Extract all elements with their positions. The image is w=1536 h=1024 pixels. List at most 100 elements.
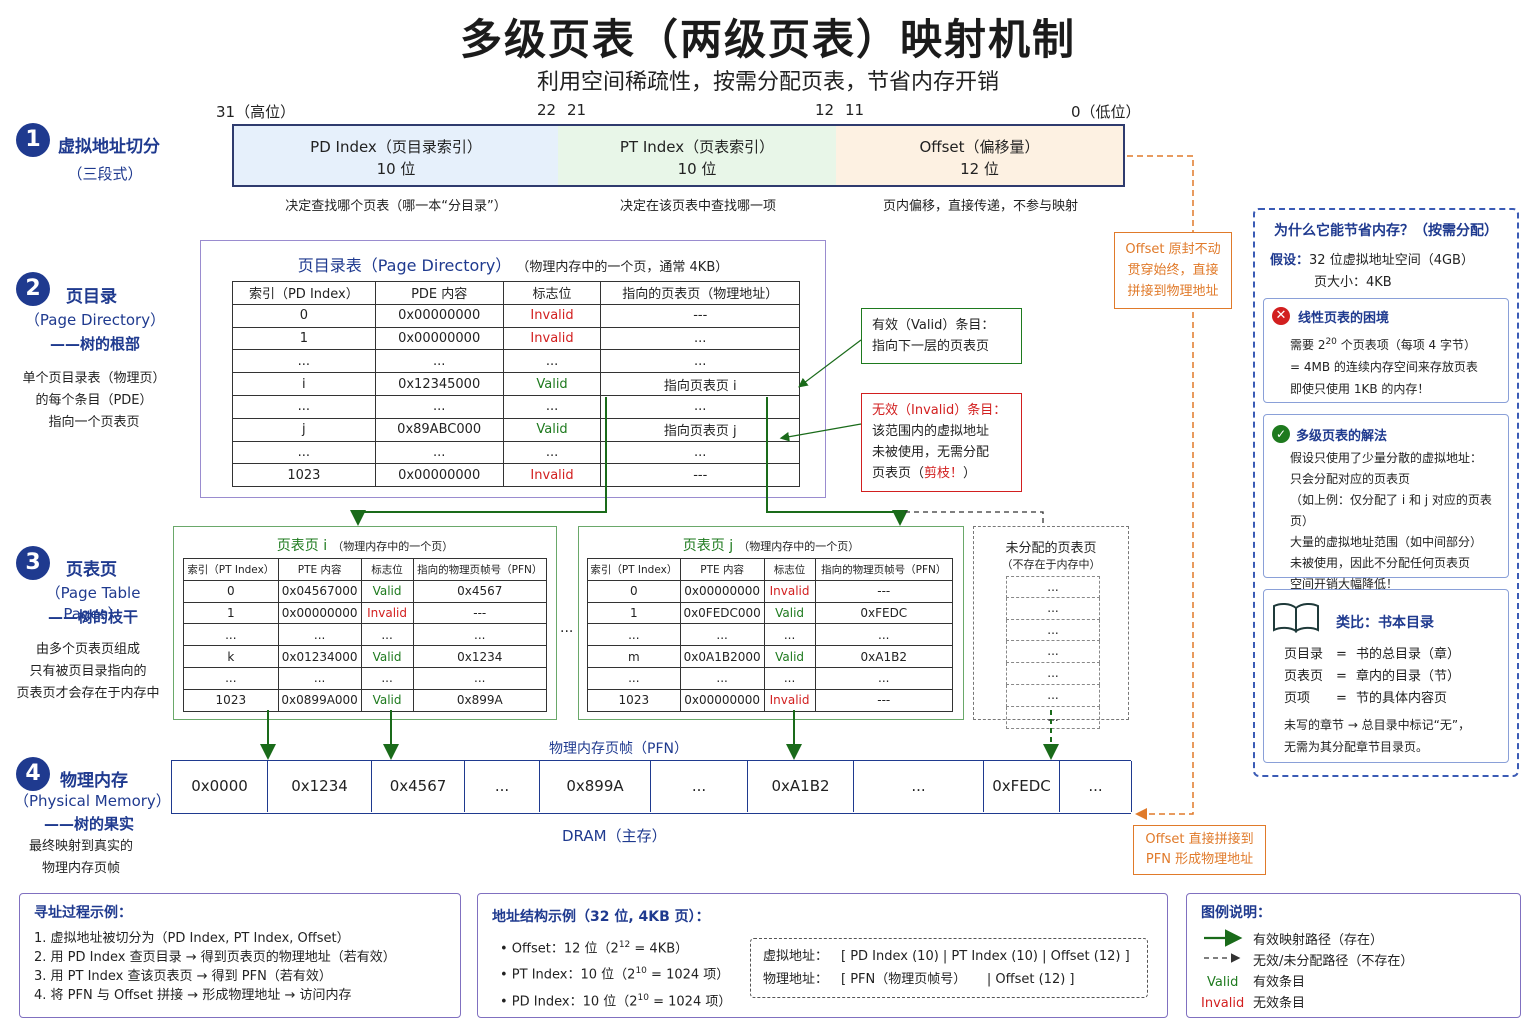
- step-2-desc-2: 的每个条目（PDE）: [35, 393, 153, 408]
- analogy-note-2: 无需为其分配章节目录页。: [1284, 740, 1429, 754]
- multi-body-2: 只会分配对应的页表页: [1290, 472, 1411, 486]
- step-3-badge: 3: [16, 546, 50, 580]
- memory-frame: 0x899A: [540, 761, 651, 812]
- page-directory-panel: [200, 240, 826, 498]
- unallocated-cells: .....................: [1006, 576, 1100, 729]
- phys-address-value: [ PFN（物理页帧号） | Offset (12) ]: [841, 972, 1075, 987]
- memory-frame: ...: [651, 761, 748, 812]
- legend-valid-desc: 有效条目: [1253, 975, 1306, 990]
- unallocated-cell: ...: [1006, 597, 1100, 620]
- legend-dashed-label: 无效/未分配路径（不存在）: [1253, 954, 1414, 969]
- analogy-title: 类比：书本目录: [1336, 615, 1434, 631]
- table-cell: ---: [600, 463, 800, 488]
- table-cell: 0x0899A000: [277, 688, 362, 712]
- invalid-tail-a: 页表页（: [872, 466, 925, 481]
- offset-keep-callout: Offset 原封不动 贯穿始终，直接 拼接到物理地址: [1114, 232, 1232, 309]
- unallocated-cell: ...: [1006, 641, 1100, 664]
- analogy-term-3: 页项: [1284, 691, 1311, 706]
- table-cell: 0x0FEDC000: [679, 601, 765, 625]
- analogy-term-1: 页目录: [1284, 647, 1324, 662]
- valid-pointer: [798, 339, 862, 388]
- structure-box: 地址结构示例（32 位, 4KB 页）： • Offset：12 位（212 =…: [477, 893, 1168, 1018]
- step-4-title: 物理内存: [60, 771, 128, 791]
- valid-callout: 有效（Valid）条目： 指向下一层的页表页: [861, 308, 1022, 364]
- linear-card: ✕ 线性页表的困境 需要 220 个页表项（每项 4 字节） = 4MB 的连续…: [1263, 298, 1509, 403]
- table-cell: 0x89ABC000: [374, 417, 504, 442]
- analogy-eq-1: =: [1336, 647, 1347, 662]
- offset-keep-line-3: 拼接到物理地址: [1127, 284, 1219, 299]
- table-cell: 0x00000000: [679, 579, 765, 603]
- lookup-step-4: 4. 将 PFN 与 Offset 拼接 → 形成物理地址 → 访问内存: [34, 988, 352, 1003]
- analogy-card: 类比：书本目录 页目录=书的总目录（章） 页表页=章内的目录（节） 页项=节的具…: [1263, 589, 1509, 763]
- dram-label: DRAM（主存）: [562, 827, 667, 845]
- lookup-step-3: 3. 用 PT Index 查该页表页 → 得到 PFN（若有效）: [34, 969, 332, 984]
- lookup-step-2: 2. 用 PD Index 查页目录 → 得到页表页的物理地址（若有效）: [34, 950, 396, 965]
- step-3-sub1: （Page Table Pages）: [45, 584, 141, 623]
- legend-valid-word: Valid: [1207, 975, 1239, 990]
- table-cell: ...: [374, 349, 504, 374]
- table-row: ............: [183, 623, 548, 647]
- offset-join-callout: Offset 直接拼接到 PFN 形成物理地址: [1133, 825, 1266, 875]
- bit-22-label: 22: [537, 101, 557, 119]
- page-table-j-title-note: （物理内存中的一个页）: [738, 540, 860, 553]
- structure-item-1: • Offset：12 位（212 = 4KB）: [500, 934, 731, 960]
- pt-index-bits: 10 位: [677, 160, 717, 178]
- step-2-badge: 2: [16, 272, 50, 306]
- address-format-box: 虚拟地址：[ PD Index (10) | PT Index (10) | O…: [750, 938, 1148, 998]
- page-table-i-title: 页表页 i: [276, 538, 328, 554]
- table-cell: Valid: [502, 372, 602, 396]
- unallocated-title: 未分配的页表页: [1005, 541, 1097, 556]
- column-header: 指向的物理页帧号（PFN）: [412, 558, 548, 581]
- structure-title: 地址结构示例（32 位, 4KB 页）：: [492, 909, 710, 925]
- structure-item-2-a: • PT Index：10 位（2: [500, 967, 636, 983]
- offset-segment: Offset（偏移量） 12 位: [836, 124, 1125, 187]
- table-cell: 0x00000000: [374, 303, 504, 328]
- pd-index-name: PD Index（页目录索引）: [310, 138, 482, 156]
- linear-body-a: 需要 2: [1290, 338, 1326, 352]
- page-table-i-panel: [173, 526, 557, 720]
- table-cell: 0x00000000: [679, 688, 765, 712]
- valid-callout-title: 有效（Valid）条目：: [872, 318, 995, 333]
- page-table-j-title: 页表页 j: [682, 538, 734, 554]
- structure-item-3: • PD Index：10 位（210 = 1024 项）: [500, 987, 731, 1013]
- analogy-def-1: 书的总目录（章）: [1356, 647, 1461, 662]
- structure-list: • Offset：12 位（212 = 4KB） • PT Index：10 位…: [500, 934, 731, 1013]
- analogy-row-2: 页表页=章内的目录（节）: [1284, 666, 1470, 688]
- why-assume: 假设：32 位虚拟地址空间（4GB） 页大小：4KB: [1270, 250, 1474, 294]
- prune-text: 剪枝！: [924, 466, 964, 481]
- linear-body: 需要 220 个页表项（每项 4 字节） = 4MB 的连续内存空间来存放页表 …: [1290, 331, 1478, 400]
- unallocated-cell: ...: [1006, 684, 1100, 707]
- column-header: 标志位: [763, 558, 816, 581]
- step-4-desc: 最终映射到真实的 物理内存页帧: [8, 836, 154, 880]
- step-4-badge: 4: [16, 757, 50, 791]
- unallocated-cell: ...: [1006, 576, 1100, 598]
- analogy-eq-3: =: [1336, 691, 1347, 706]
- structure-item-1-b: = 4KB）: [630, 941, 689, 957]
- offset-path-down: [1135, 312, 1194, 820]
- virt-address-row: 虚拟地址：[ PD Index (10) | PT Index (10) | O…: [763, 945, 1135, 968]
- page-table-j-panel: [578, 526, 964, 720]
- virt-address-label: 虚拟地址：: [763, 949, 829, 964]
- memory-frame: 0x1234: [268, 761, 372, 812]
- table-header-row: 索引（PD Index）PDE 内容标志位指向的页表页（物理地址）: [232, 281, 800, 305]
- multi-body: 假设只使用了少量分散的虚拟地址： 只会分配对应的页表页 （如上例：仅分配了 i …: [1290, 448, 1508, 595]
- structure-item-2-sup: 10: [635, 966, 647, 977]
- analogy-row-3: 页项=节的具体内容页: [1284, 688, 1470, 710]
- multi-title: 多级页表的解法: [1296, 429, 1388, 444]
- legend-items: 有效映射路径（存在） 无效/未分配路径（不存在）: [1253, 930, 1413, 972]
- step-3-sub2: ——树的枝干: [47, 608, 138, 626]
- table-row: ............: [232, 394, 800, 419]
- memory-frame: 0x4567: [372, 761, 465, 812]
- structure-item-2-b: = 1024 项）: [646, 967, 730, 983]
- lookup-box: 寻址过程示例： 1. 虚拟地址被切分为（PD Index, PT Index, …: [19, 893, 461, 1018]
- pd-index-bits: 10 位: [376, 160, 416, 178]
- offset-note: 页内偏移，直接传递，不参与映射: [882, 199, 1078, 214]
- analogy-note-1: 未写的章节 → 总目录中标记“无”，: [1284, 718, 1471, 732]
- memory-frame: 0xFEDC: [984, 761, 1060, 812]
- invalid-callout-line-1: 该范围内的虚拟地址: [872, 424, 990, 439]
